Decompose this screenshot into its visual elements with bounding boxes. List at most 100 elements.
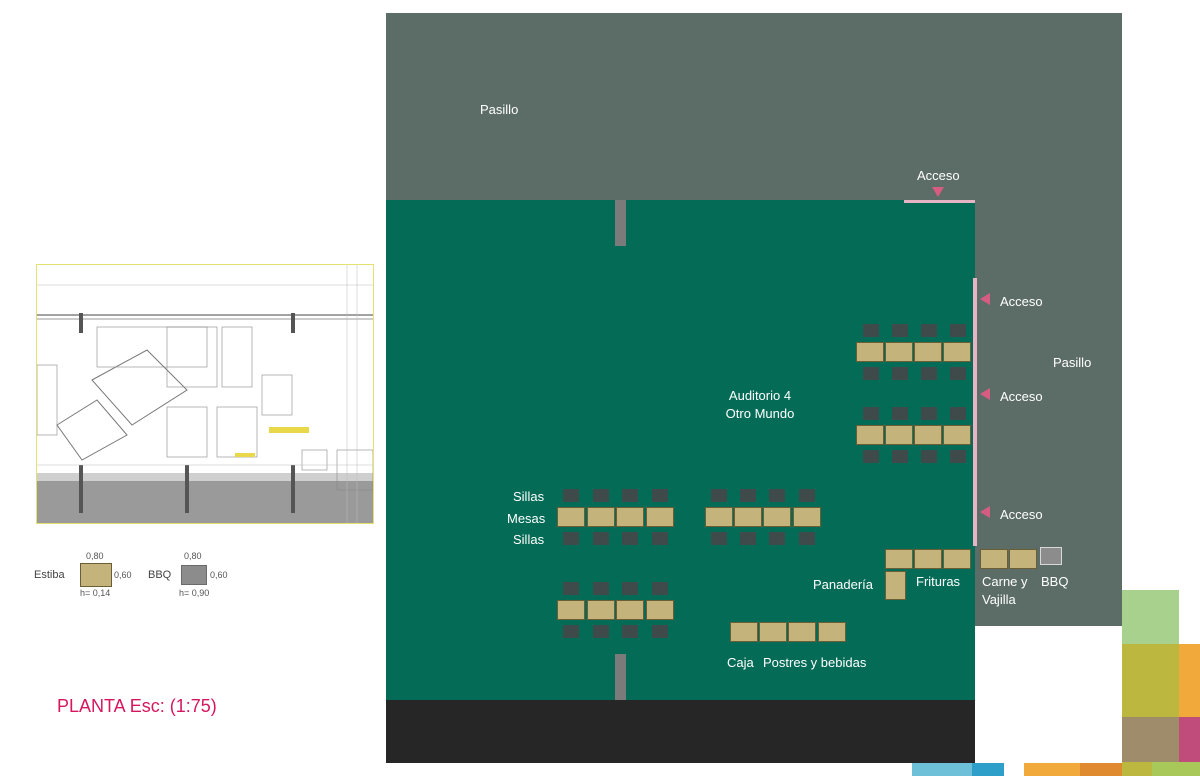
chair: [563, 489, 579, 502]
label-pasillo-top: Pasillo: [480, 102, 519, 117]
label-panaderia: Panadería: [813, 577, 873, 592]
chair: [593, 582, 609, 595]
legend-estiba-depth: 0,60: [114, 570, 132, 580]
access-arrow-1-icon: [980, 293, 990, 305]
table: [616, 600, 644, 620]
access-arrow-2-icon: [980, 388, 990, 400]
access-door-top: [904, 200, 975, 203]
table-panaderia: [885, 571, 906, 600]
label-carne-line1: Carne y: [982, 574, 1028, 589]
table: [734, 507, 762, 527]
table: [763, 507, 791, 527]
legend-bbq-width: 0,80: [184, 551, 202, 561]
chair: [892, 407, 908, 420]
table-frituras: [885, 549, 913, 569]
chair: [740, 489, 756, 502]
legend-estiba-height: h= 0,14: [80, 588, 111, 598]
chair: [799, 489, 815, 502]
access-arrow-3-icon: [980, 506, 990, 518]
column-bottom: [615, 654, 626, 700]
chair: [711, 489, 727, 502]
auditorium-room: [386, 200, 975, 700]
table-carne-vajilla: [980, 549, 1008, 569]
table: [885, 425, 913, 445]
label-frituras: Frituras: [916, 574, 961, 589]
cad-drawing: [37, 265, 373, 523]
chair: [622, 625, 638, 638]
chair: [740, 532, 756, 545]
access-arrow-top-icon: [932, 187, 944, 197]
access-wall-right: [973, 278, 977, 546]
chair: [892, 324, 908, 337]
chair: [652, 625, 668, 638]
chair: [769, 489, 785, 502]
table: [705, 507, 733, 527]
table-frituras: [943, 549, 971, 569]
label-bbq: BBQ: [1041, 574, 1069, 589]
table: [646, 507, 674, 527]
table: [793, 507, 821, 527]
white-corner: [975, 626, 1122, 763]
table-caja-postres: [759, 622, 787, 642]
table: [616, 507, 644, 527]
chair: [622, 532, 638, 545]
table: [914, 342, 942, 362]
chair: [950, 450, 966, 463]
label-pasillo-right: Pasillo: [1053, 355, 1092, 370]
label-postres: Postres y bebidas: [763, 655, 867, 670]
chair: [863, 367, 879, 380]
column-top: [615, 200, 626, 246]
chair: [593, 489, 609, 502]
table-caja-postres: [818, 622, 846, 642]
chair: [892, 367, 908, 380]
legend-bbq-label: BBQ: [148, 569, 172, 581]
chair: [652, 582, 668, 595]
chair: [711, 532, 727, 545]
chair: [863, 407, 879, 420]
chair: [769, 532, 785, 545]
chair: [950, 367, 966, 380]
chair: [652, 489, 668, 502]
table-caja-postres: [730, 622, 758, 642]
plan-title: PLANTA Esc: (1:75): [57, 696, 217, 716]
chair: [593, 532, 609, 545]
label-acceso-1: Acceso: [1000, 294, 1043, 309]
table-frituras: [914, 549, 942, 569]
table: [943, 425, 971, 445]
legend-estiba-label: Estiba: [34, 569, 65, 581]
label-acceso-2: Acceso: [1000, 389, 1043, 404]
label-sillas-top: Sillas: [513, 489, 545, 504]
label-acceso-3: Acceso: [1000, 507, 1043, 522]
label-auditorio-line1: Auditorio 4: [728, 388, 792, 403]
chair: [863, 450, 879, 463]
dark-floor-strip: [386, 700, 975, 763]
label-mesas: Mesas: [507, 511, 546, 526]
label-caja: Caja: [727, 655, 754, 670]
chair: [950, 407, 966, 420]
chair: [563, 582, 579, 595]
chair: [921, 324, 937, 337]
table: [885, 342, 913, 362]
chair: [921, 407, 937, 420]
chair: [652, 532, 668, 545]
chair: [921, 450, 937, 463]
chair: [563, 625, 579, 638]
chair: [892, 450, 908, 463]
table-caja-postres: [788, 622, 816, 642]
chair: [563, 532, 579, 545]
chair: [593, 625, 609, 638]
label-acceso-top: Acceso: [917, 168, 960, 183]
table: [557, 600, 585, 620]
hallway-top: [386, 13, 1122, 200]
chair: [863, 324, 879, 337]
chair: [950, 324, 966, 337]
table-carne-vajilla: [1009, 549, 1037, 569]
chair: [799, 532, 815, 545]
table: [587, 507, 615, 527]
bbq-unit: [1040, 547, 1062, 565]
chair: [622, 489, 638, 502]
legend-bbq-swatch: [181, 565, 207, 585]
legend-bbq-height: h= 0,90: [179, 588, 210, 598]
table: [856, 425, 884, 445]
table: [557, 507, 585, 527]
